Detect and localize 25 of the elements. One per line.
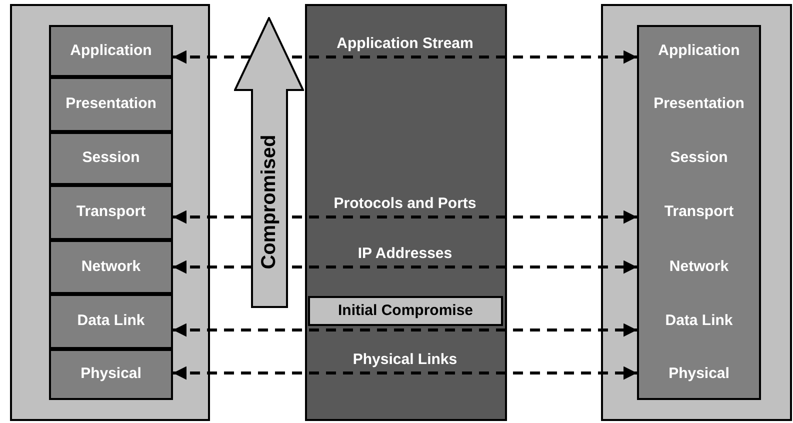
- layer-label: Data Link: [637, 294, 761, 349]
- layer-label: Session: [637, 132, 761, 185]
- panel: [10, 4, 210, 421]
- panel: [601, 4, 792, 421]
- layer-box: Transport: [49, 185, 173, 240]
- dashed-arrow: [173, 366, 637, 380]
- dashed-arrow: [173, 323, 637, 337]
- layer-label: Physical: [637, 349, 761, 400]
- layer-box: Physical: [49, 349, 173, 400]
- layer-box: Presentation: [49, 77, 173, 132]
- highlight-box: Initial Compromise: [308, 296, 503, 326]
- layer-label: Transport: [637, 185, 761, 240]
- layer-label: Network: [637, 240, 761, 294]
- layer-label: Application: [637, 25, 761, 77]
- dashed-arrow: [173, 50, 637, 64]
- dashed-arrow: [173, 210, 637, 224]
- panel: [305, 4, 507, 421]
- layer-box: Application: [49, 25, 173, 77]
- dashed-arrow: [173, 260, 637, 274]
- layer-stack: [637, 25, 761, 400]
- arrow-label: Compromised: [257, 134, 281, 270]
- layer-box: Session: [49, 132, 173, 185]
- layer-box: Data Link: [49, 294, 173, 349]
- layer-box: Network: [49, 240, 173, 294]
- layer-label: Presentation: [637, 77, 761, 132]
